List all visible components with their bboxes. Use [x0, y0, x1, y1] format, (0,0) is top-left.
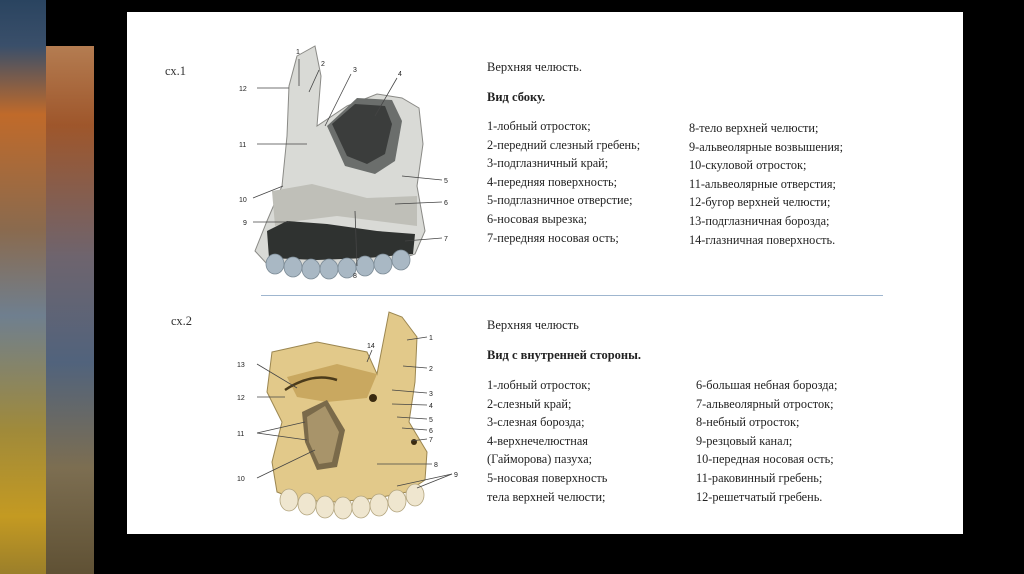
fig1-num-8: 8: [353, 273, 357, 280]
fig1-num-4: 4: [398, 71, 402, 78]
fig2-num-14: 14: [367, 343, 375, 350]
fig2-label: сх.2: [171, 314, 192, 329]
legend-item: 5-подглазничное отверстие;: [487, 191, 640, 210]
legend-item: 3-подглазничный край;: [487, 154, 640, 173]
fig1-num-10: 10: [239, 197, 247, 204]
legend-item: 6-носовая вырезка;: [487, 210, 640, 229]
fig1-num-12: 12: [239, 86, 247, 93]
legend-item: 4-верхнечелюстная: [487, 432, 607, 451]
legend-item: 1-лобный отросток;: [487, 376, 607, 395]
section-divider: [261, 295, 883, 296]
legend-item: 6-большая небная борозда;: [696, 376, 837, 395]
legend-item: (Гайморова) пазуха;: [487, 450, 607, 469]
fig2-subtitle: Вид с внутренней стороны.: [487, 348, 641, 363]
fig1-num-7: 7: [444, 236, 448, 243]
legend-item: 11-раковинный гребень;: [696, 469, 837, 488]
fig2-num-12: 12: [237, 395, 245, 402]
fig2-num-7: 7: [429, 437, 433, 444]
legend-item: 14-глазничная поверхность.: [689, 231, 843, 250]
legend-item: 12-решетчатый гребень.: [696, 488, 837, 507]
legend-item: 8-тело верхней челюсти;: [689, 119, 843, 138]
fig2-num-4: 4: [429, 403, 433, 410]
fig1-num-6: 6: [444, 200, 448, 207]
fig2-num-8: 8: [434, 462, 438, 469]
legend-item: 3-слезная борозда;: [487, 413, 607, 432]
fig1-num-3: 3: [353, 67, 357, 74]
fig1-num-11: 11: [239, 142, 246, 149]
fig1-num-5: 5: [444, 178, 448, 185]
legend-item: 2-передний слезный гребень;: [487, 136, 640, 155]
legend-item: 8-небный отросток;: [696, 413, 837, 432]
fig1-subtitle: Вид сбоку.: [487, 90, 545, 105]
legend-item: 5-носовая поверхность: [487, 469, 607, 488]
left-decoration-strip: [0, 0, 46, 574]
fig1-label: сх.1: [165, 64, 186, 79]
fig2-num-2: 2: [429, 366, 433, 373]
legend-item: тела верхней челюсти;: [487, 488, 607, 507]
legend-item: 4-передняя поверхность;: [487, 173, 640, 192]
fig2-num-1: 1: [429, 335, 433, 342]
legend-item: 2-слезный край;: [487, 395, 607, 414]
fig1-num-1: 1: [296, 49, 300, 56]
fig2-legend-col1: 1-лобный отросток; 2-слезный край; 3-сле…: [487, 376, 607, 506]
fig2-num-5: 5: [429, 417, 433, 424]
legend-item: 11-альвеолярные отверстия;: [689, 175, 843, 194]
fig1-legend-col1: 1-лобный отросток; 2-передний слезный гр…: [487, 117, 640, 247]
fig1-num-9: 9: [243, 220, 247, 227]
fig1-num-2: 2: [321, 61, 325, 68]
legend-item: 13-подглазничная борозда;: [689, 212, 843, 231]
legend-item: 9-альвеолярные возвышения;: [689, 138, 843, 157]
fig2-num-3: 3: [429, 391, 433, 398]
legend-item: 10-скуловой отросток;: [689, 156, 843, 175]
fig2-num-10: 10: [237, 476, 245, 483]
left-decoration-strip-inner: [46, 46, 94, 574]
legend-item: 7-альвеолярный отросток;: [696, 395, 837, 414]
fig2-num-13: 13: [237, 362, 245, 369]
legend-item: 1-лобный отросток;: [487, 117, 640, 136]
fig2-image: 1 2 3 4 5 6 7 8 9 10 11 12 13 14: [227, 302, 467, 527]
fig2-legend-col2: 6-большая небная борозда; 7-альвеолярный…: [696, 376, 837, 506]
fig1-image: 1 2 3 4 5 6 7 8 9 10 11 12: [227, 26, 467, 288]
fig1-title: Верхняя челюсть.: [487, 60, 582, 75]
fig2-num-9: 9: [454, 472, 458, 479]
fig1-legend-col2: 8-тело верхней челюсти; 9-альвеолярные в…: [689, 119, 843, 249]
legend-item: 12-бугор верхней челюсти;: [689, 193, 843, 212]
legend-item: 9-резцовый канал;: [696, 432, 837, 451]
slide: сх.1: [127, 12, 963, 534]
fig2-num-11: 11: [237, 431, 244, 438]
fig2-title: Верхняя челюсть: [487, 318, 579, 333]
legend-item: 10-передная носовая ость;: [696, 450, 837, 469]
fig2-num-6: 6: [429, 428, 433, 435]
legend-item: 7-передняя носовая ость;: [487, 229, 640, 248]
